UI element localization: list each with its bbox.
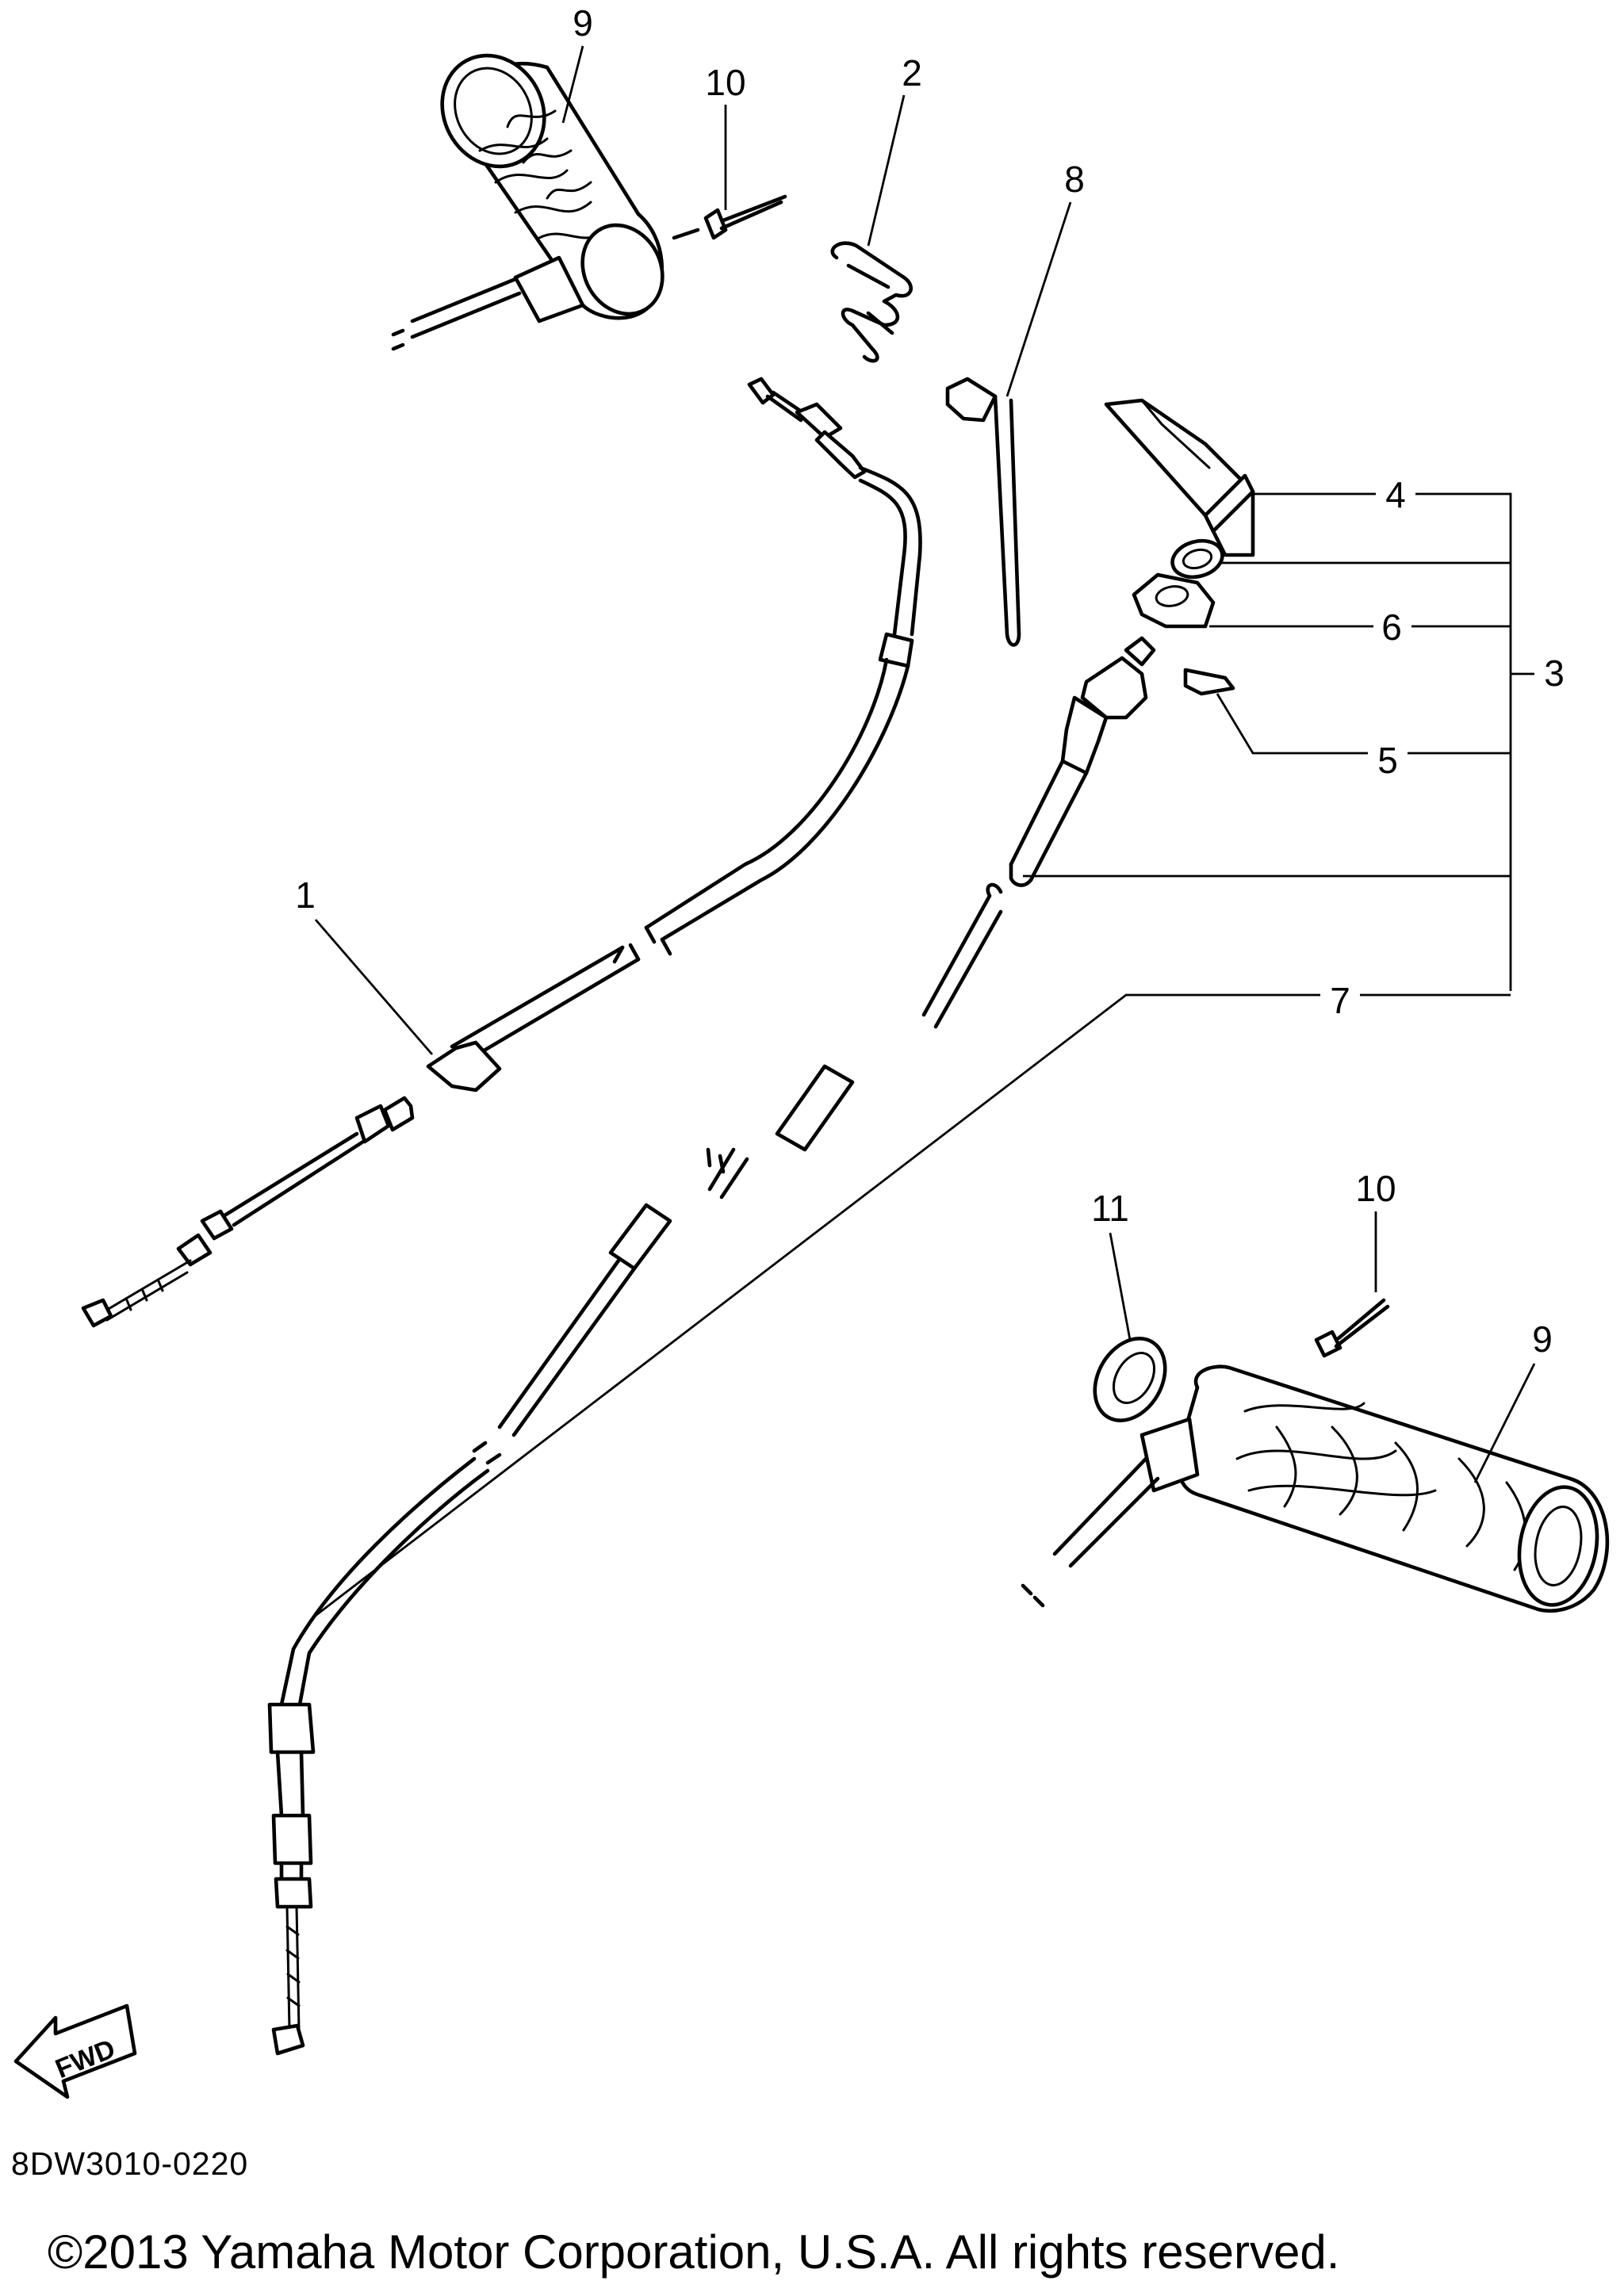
cable-tie [945, 377, 1021, 647]
leader-9-top [561, 45, 584, 124]
leader-1 [314, 919, 434, 1055]
callout-8: 8 [1064, 159, 1085, 200]
clip [830, 241, 913, 363]
fwd-arrow-icon: FWD [13, 2003, 137, 2099]
callout-2: 2 [902, 52, 922, 94]
copyright-notice: ©2013 Yamaha Motor Corporation, U.S.A. A… [48, 2225, 1340, 2279]
callout-9-top: 9 [573, 2, 593, 44]
grip-bottom [1021, 1364, 1610, 1613]
pin [1183, 668, 1235, 696]
grip-top [391, 53, 665, 351]
callout-3: 3 [1544, 652, 1565, 694]
washer-ring [1093, 1337, 1167, 1422]
nut [1132, 572, 1216, 629]
drawing-code: 8DW3010-0220 [11, 2145, 249, 2182]
callout-4: 4 [1385, 474, 1406, 515]
screw-top [672, 194, 787, 240]
screw-bottom [1314, 1298, 1390, 1358]
leader-5 [1216, 693, 1511, 755]
bracket [1104, 398, 1255, 557]
leader-7 [312, 874, 1511, 1619]
cable-1 [81, 377, 922, 1328]
callout-1: 1 [295, 874, 316, 916]
callout-6: 6 [1381, 607, 1402, 648]
callout-5: 5 [1377, 740, 1398, 781]
leader-11 [1109, 1232, 1132, 1341]
callout-7: 7 [1330, 980, 1350, 1021]
leader-8 [1005, 201, 1072, 397]
washer [1170, 538, 1224, 580]
callout-9-bottom: 9 [1532, 1318, 1553, 1360]
callout-11: 11 [1091, 1188, 1129, 1229]
leader-2 [867, 94, 906, 247]
callout-10-top: 10 [705, 62, 745, 103]
leader-4 [1251, 492, 1512, 991]
leader-9-bottom [1473, 1363, 1536, 1483]
cable-7 [267, 636, 1156, 2056]
callout-10-bottom: 10 [1355, 1168, 1396, 1209]
